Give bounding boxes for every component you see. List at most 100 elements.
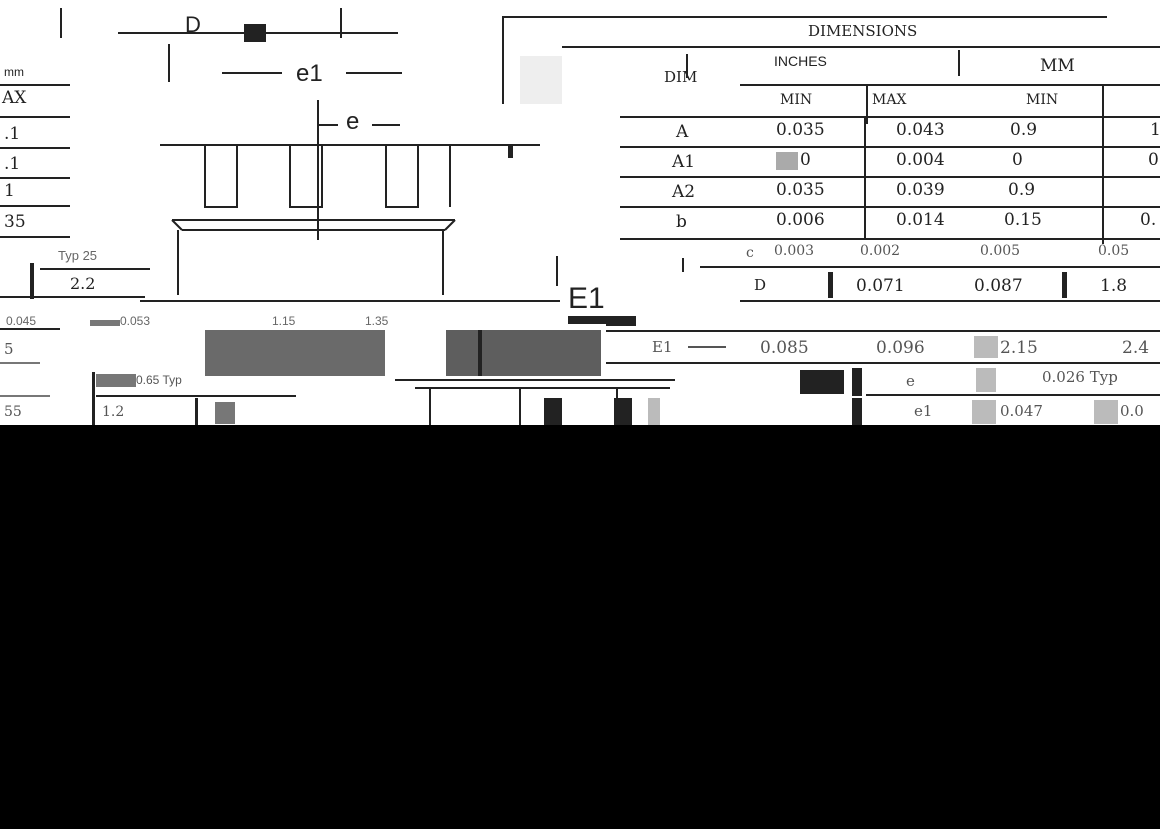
- lead-mark: [648, 398, 660, 425]
- left-divider: [40, 268, 150, 270]
- cell-mm-max: 2.4: [1122, 338, 1150, 358]
- mm-header: MM: [1040, 56, 1075, 76]
- lead-mark: [508, 144, 513, 158]
- table-divider: [866, 394, 1160, 396]
- left-divider: [0, 205, 70, 207]
- dim-header: DIM: [664, 68, 698, 86]
- dimension-line-e: [372, 124, 400, 126]
- table-divider: [958, 50, 960, 76]
- cell-glitch: [688, 346, 726, 348]
- table-divider: [686, 54, 688, 78]
- cell-dim: D: [754, 276, 767, 294]
- inches-header: INCHES: [774, 53, 827, 69]
- package-bottom-svg: [395, 379, 675, 425]
- left-divider: [0, 362, 40, 364]
- extension-line: [556, 256, 558, 286]
- label-e: e: [346, 108, 360, 135]
- cell-in-span: 0.026 Typ: [1042, 368, 1118, 386]
- left-d-max: 2.2: [70, 274, 96, 293]
- table-divider: [562, 46, 1160, 48]
- cell-in-max: 0.0: [1120, 402, 1144, 420]
- left-cell: 35: [4, 212, 26, 232]
- cell-dim: E1: [652, 338, 673, 356]
- in-min-header: MIN: [780, 92, 813, 108]
- cell-mm-min: 0.9: [1008, 180, 1036, 200]
- cell-in-max: 0.043: [896, 120, 945, 140]
- left-divider: [0, 236, 70, 238]
- cell-in-min: 0.035: [776, 120, 825, 140]
- cell-in-min: 0.085: [760, 338, 809, 358]
- lead-mark: [614, 398, 632, 425]
- left-cell-border: [92, 372, 95, 425]
- left-divider: [96, 395, 296, 397]
- table-divider: [620, 116, 1160, 118]
- left-e-row: 0.045: [6, 314, 37, 328]
- table-glitch: [520, 56, 562, 104]
- table-divider: [620, 206, 1160, 208]
- left-cell: .1: [4, 154, 21, 174]
- cell-in-min: 0.003: [774, 243, 815, 259]
- cell-in-min: 0: [800, 150, 811, 170]
- extension-line: [168, 44, 170, 82]
- cell-glitch: [606, 316, 636, 326]
- left-glitch: [96, 374, 136, 387]
- dimension-line-e1: [222, 72, 282, 74]
- blank-region: [0, 425, 1160, 829]
- left-e-row: 0.053: [120, 314, 151, 328]
- lead-mark: [244, 24, 266, 42]
- cell-border: [852, 398, 862, 425]
- cell-in-max: 0.087: [974, 276, 1023, 296]
- table-divider: [740, 300, 1160, 302]
- cell-border: [852, 368, 862, 396]
- cell-mm-min: 2.15: [1000, 338, 1038, 358]
- cell-in-min: 0.006: [776, 210, 825, 230]
- cell-mm-min: 0: [1012, 150, 1023, 170]
- left-glitch: [90, 320, 120, 326]
- cell-glitch: [976, 368, 996, 392]
- table-divider: [1102, 84, 1104, 244]
- table-title: DIMENSIONS: [808, 22, 918, 40]
- table-divider: [682, 258, 684, 272]
- cell-border: [1062, 272, 1067, 298]
- dimension-line-e1: [346, 72, 402, 74]
- table-border: [502, 16, 504, 104]
- cell-dim: A1: [672, 152, 696, 172]
- extension-line: [60, 8, 62, 38]
- left-glitch: [215, 402, 235, 424]
- lead-mark: [478, 330, 482, 376]
- left-cell: .1: [4, 124, 21, 144]
- cell-mm-min: 0.005: [980, 243, 1021, 259]
- table-divider: [606, 330, 1160, 332]
- cell-glitch: [974, 336, 998, 358]
- cell-in-max: 0.004: [896, 150, 945, 170]
- cell-dim: c: [746, 245, 754, 261]
- package-outline-svg: [160, 144, 540, 295]
- left-e1-row: 5: [4, 340, 14, 358]
- left-cell: 1: [4, 181, 15, 201]
- cell-dim: b: [676, 212, 687, 232]
- left-divider: [0, 116, 70, 118]
- cell-in-max: 0.014: [896, 210, 945, 230]
- left-divider: [0, 147, 70, 149]
- cell-glitch: [776, 152, 798, 170]
- left-divider: [0, 395, 50, 397]
- cell-in-min: 0.047: [1000, 402, 1043, 420]
- left-e-typ: 0.65 Typ: [136, 373, 182, 387]
- lead-mark: [568, 316, 628, 324]
- cell-in-min: 0.035: [776, 180, 825, 200]
- cell-dim: e1: [914, 402, 933, 420]
- table-divider: [866, 84, 868, 124]
- left-divider: [0, 177, 70, 179]
- cell-mm-max: 0.05: [1098, 243, 1130, 259]
- dimension-line-e: [318, 124, 338, 126]
- cell-border: [828, 272, 833, 298]
- left-mm-header: mm: [4, 65, 24, 79]
- cell-dim: A: [676, 122, 689, 142]
- cell-mm-min: 0.9: [1010, 120, 1038, 140]
- cell-in-min: 0.071: [856, 276, 905, 296]
- cell-glitch: [972, 400, 996, 424]
- label-d: D: [185, 12, 201, 37]
- left-divider: [0, 84, 70, 86]
- cell-in-max: 0.002: [860, 243, 901, 259]
- cell-dim: e: [906, 372, 915, 390]
